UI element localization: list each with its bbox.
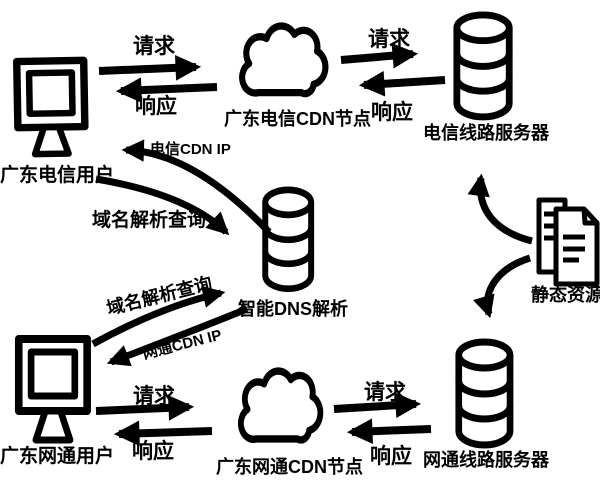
- arrow-group: [95, 42, 446, 447]
- arrow-netcom-user-request: [95, 395, 195, 421]
- label-tl-request: 请求: [133, 35, 175, 58]
- database-icon: [459, 342, 510, 445]
- arrow-netcom-dns-query: [91, 285, 226, 348]
- label-tr-response: 响应: [371, 101, 413, 124]
- label-telecom-cdn: 广东电信CDN节点: [224, 109, 371, 129]
- label-netcom-cdn: 广东网通CDN节点: [216, 457, 363, 477]
- label-telecom-cdn-ip: 电信CDN IP: [150, 141, 231, 158]
- database-icon: [457, 15, 509, 117]
- label-static-resources: 静态资源: [531, 285, 600, 305]
- arrow-telecom-server-request: [340, 42, 419, 69]
- arrow-telecom-user-request: [98, 55, 202, 81]
- arrow-telecom-dns-query: [95, 175, 230, 236]
- label-bl-response: 响应: [132, 440, 174, 463]
- label-telecom-server: 电信线路服务器: [423, 123, 549, 143]
- cloud-icon: [242, 26, 325, 94]
- label-netcom-user: 广东网通用户: [0, 446, 115, 467]
- label-br-response: 响应: [370, 445, 412, 468]
- cloud-icon: [241, 371, 320, 440]
- label-tr-request: 请求: [368, 28, 410, 51]
- label-netcom-server: 网通线路服务器: [423, 450, 549, 470]
- curved-arrow-group: [91, 139, 533, 367]
- documents-icon: [536, 197, 600, 287]
- label-telecom-user: 广东电信用户: [0, 165, 115, 186]
- label-telecom-dns-query: 域名解析查询: [92, 210, 207, 231]
- label-dns: 智能DNS解析: [238, 299, 349, 319]
- arrow-netcom-server-response: [346, 418, 432, 445]
- arrow-netcom-user-response: [113, 420, 213, 447]
- desktop-computer-icon: [19, 339, 87, 440]
- database-icon: [265, 190, 311, 289]
- label-tl-response: 响应: [135, 95, 177, 118]
- label-br-request: 请求: [364, 381, 406, 404]
- arrow-netcom-cdn-ip: [106, 305, 249, 367]
- arrow-telecom-server-response: [358, 70, 446, 97]
- label-bl-request: 请求: [133, 385, 175, 408]
- desktop-computer-icon: [17, 60, 86, 154]
- arrow-telecom-cdn-ip: [121, 139, 272, 235]
- arrow-telecom-user-response: [115, 77, 218, 103]
- arrow-static-to-netcom-server: [473, 254, 532, 319]
- arrow-netcom-server-request: [333, 392, 422, 419]
- arrow-static-to-telecom-server: [467, 173, 533, 245]
